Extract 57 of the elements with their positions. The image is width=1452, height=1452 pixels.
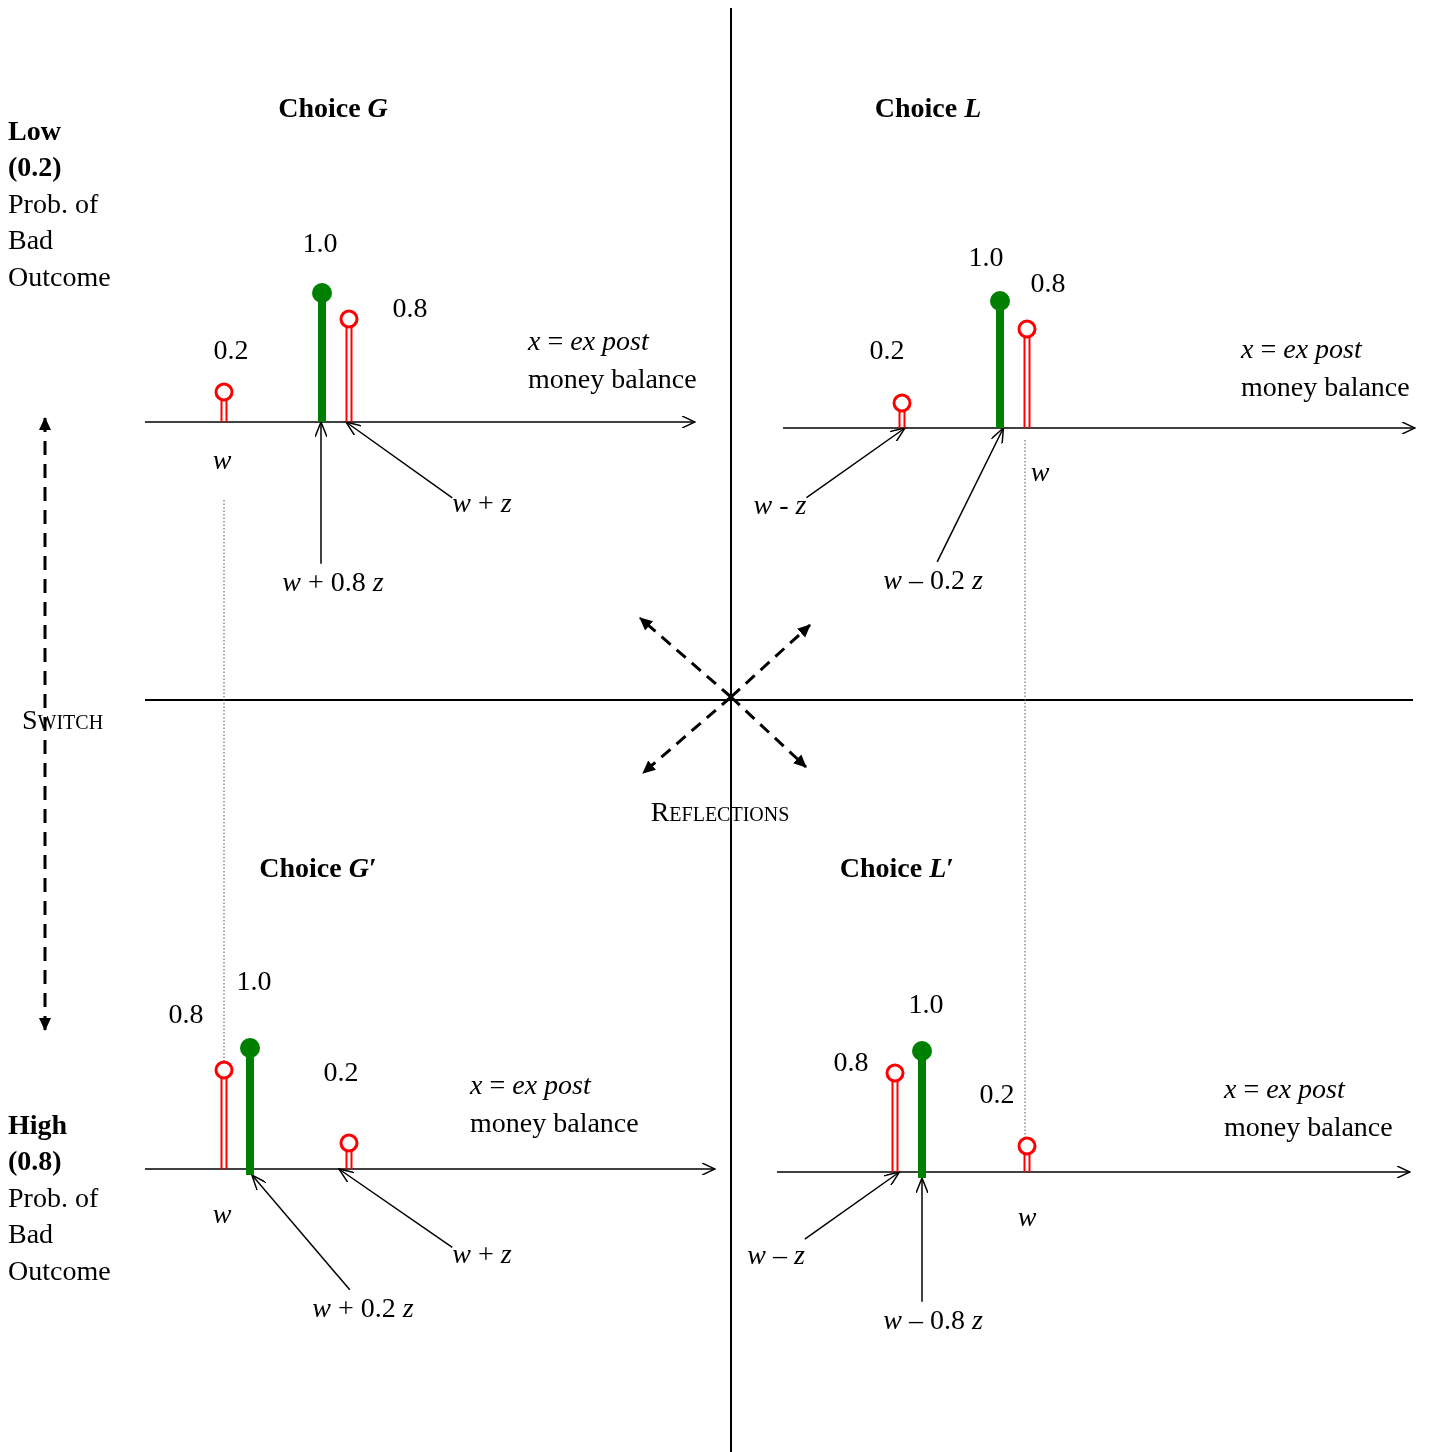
leader-label: w + 0.8 z: [282, 563, 384, 601]
leader-label: w – 0.2 z: [883, 561, 983, 599]
value-label: 0.8: [1030, 265, 1066, 300]
stem-marker: [213, 1059, 235, 1169]
value-label: 0.2: [979, 1076, 1015, 1111]
leader-arrow: [251, 1174, 351, 1291]
leader-label: w - z: [753, 486, 807, 524]
value-label: 1.0: [968, 239, 1004, 274]
value-label: 1.0: [302, 225, 338, 260]
leader-arrow: [338, 1168, 454, 1249]
leader-arrow: [805, 427, 906, 499]
value-label: 0.2: [869, 332, 905, 367]
axis-tick-label: w: [212, 1196, 232, 1231]
leader-arrow: [915, 1177, 929, 1303]
row-label: Low (0.2): [8, 114, 63, 185]
axis-tick-label: w: [1030, 454, 1050, 489]
stem-marker: [911, 1040, 933, 1178]
axis-label: x = ex post money balance: [470, 1068, 640, 1140]
leader-label: w + 0.2 z: [312, 1289, 414, 1327]
axis-tick-label: w: [1017, 1199, 1037, 1234]
heading: Choice L: [874, 90, 982, 125]
leader-label: w + z: [452, 1235, 512, 1273]
annotation-label: Switch: [22, 702, 104, 737]
stem-marker: [311, 282, 333, 422]
axis-label: x = ex post money balance: [1241, 332, 1411, 404]
stem-marker: [213, 381, 235, 422]
leader-arrow: [804, 1171, 901, 1240]
value-label: 1.0: [236, 963, 272, 998]
stem-marker: [891, 392, 913, 428]
leader-label: w + z: [452, 484, 512, 522]
stem-marker: [989, 290, 1011, 428]
leader-label: w – z: [747, 1236, 805, 1274]
value-label: 0.8: [833, 1044, 869, 1079]
value-label: 0.8: [392, 290, 428, 325]
leader-label: w – 0.8 z: [883, 1301, 983, 1339]
stem-marker: [884, 1062, 906, 1172]
axis-label: x = ex post money balance: [528, 324, 698, 396]
stem-marker: [338, 1132, 360, 1169]
heading: Choice L′: [839, 850, 955, 885]
row-label: Prob. of Bad Outcome: [8, 1181, 112, 1288]
value-label: 0.2: [323, 1054, 359, 1089]
leader-arrow: [314, 421, 328, 565]
leader-arrow: [345, 421, 454, 499]
value-label: 0.8: [168, 996, 204, 1031]
row-label: High (0.8): [8, 1108, 69, 1179]
row-label: Prob. of Bad Outcome: [8, 187, 112, 294]
value-label: 1.0: [908, 986, 944, 1021]
axis-label: x = ex post money balance: [1224, 1072, 1394, 1144]
stem-marker: [338, 308, 360, 422]
stem-marker: [239, 1037, 261, 1175]
leader-arrow: [936, 427, 1005, 563]
stem-marker: [1016, 1135, 1038, 1172]
axis-tick-label: w: [212, 442, 232, 477]
stem-marker: [1016, 318, 1038, 428]
value-label: 0.2: [213, 332, 249, 367]
heading: Choice G′: [259, 850, 377, 885]
heading: Choice G: [278, 90, 388, 125]
